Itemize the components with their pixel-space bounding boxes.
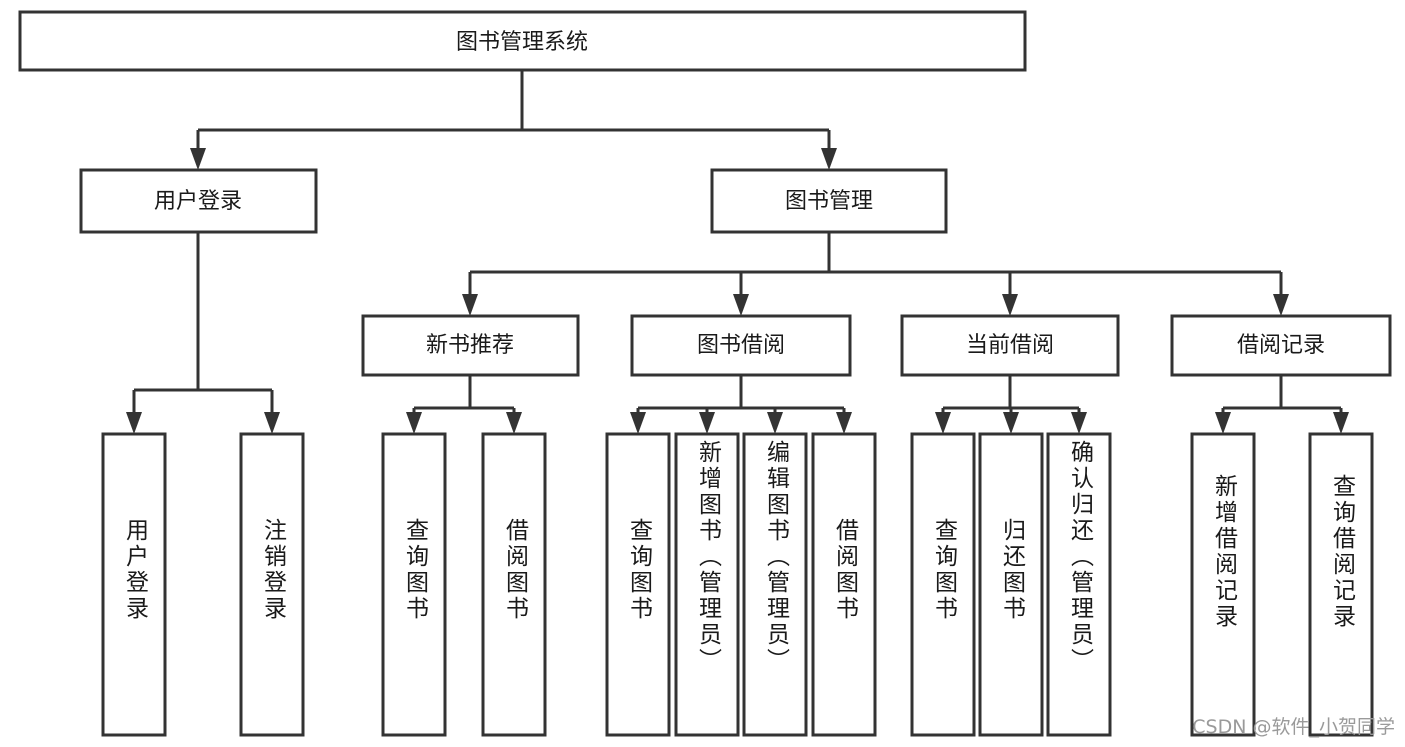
node-borrow-record[interactable]: 借阅记录 <box>1170 314 1392 377</box>
node-leaf-borrow-book-2-box[interactable] <box>811 432 877 737</box>
arrow-head-book-management <box>821 148 837 170</box>
node-leaf-edit-book-box[interactable] <box>742 432 808 737</box>
node-leaf-query-book-3-box[interactable] <box>910 432 976 737</box>
arrow-head-current-borrow <box>1002 294 1018 316</box>
arrow-head-new-book-recommend <box>462 294 478 316</box>
arrow-head-leaf-query-book-1 <box>406 412 422 434</box>
arrow-head-leaf-user-logout <box>264 412 280 434</box>
node-leaf-add-book-box[interactable] <box>674 432 740 737</box>
arrow-head-leaf-add-book <box>699 412 715 434</box>
node-leaf-query-book-2-box[interactable] <box>605 432 671 737</box>
node-current-borrow[interactable]: 当前借阅 <box>900 314 1120 377</box>
node-new-book-recommend-box[interactable] <box>361 314 580 377</box>
arrow-head-user-login <box>190 148 206 170</box>
node-leaf-add-record-box[interactable] <box>1190 432 1256 737</box>
arrow-head-leaf-query-book-2 <box>630 412 646 434</box>
arrow-head-book-borrow <box>733 294 749 316</box>
connector-group <box>126 70 1349 434</box>
node-user-login-label: 用户登录 <box>154 189 242 214</box>
node-root[interactable]: 图书管理系统 <box>18 10 1027 72</box>
node-book-management[interactable]: 图书管理 <box>710 168 948 234</box>
arrow-head-leaf-user-login <box>126 412 142 434</box>
arrow-head-leaf-borrow-book-1 <box>506 412 522 434</box>
node-book-management-label: 图书管理 <box>785 189 873 214</box>
arrow-head-leaf-add-record <box>1215 412 1231 434</box>
node-new-book-recommend-label: 新书推荐 <box>426 333 514 358</box>
node-leaf-confirm-return-box[interactable] <box>1046 432 1112 737</box>
arrow-head-borrow-record <box>1273 294 1289 316</box>
node-new-book-recommend[interactable]: 新书推荐 <box>361 314 580 377</box>
node-root-label: 图书管理系统 <box>456 30 588 55</box>
node-user-login[interactable]: 用户登录 <box>79 168 318 234</box>
node-leaf-user-logout-box[interactable] <box>239 432 305 737</box>
node-current-borrow-box[interactable] <box>900 314 1120 377</box>
node-book-borrow-label: 图书借阅 <box>697 333 785 358</box>
node-leaf-query-book-1-box[interactable] <box>381 432 447 737</box>
node-leaf-return-book-box[interactable] <box>978 432 1044 737</box>
arrow-head-leaf-query-record <box>1333 412 1349 434</box>
node-book-borrow-box[interactable] <box>630 314 852 377</box>
arrow-head-leaf-edit-book <box>767 412 783 434</box>
arrow-head-leaf-borrow-book-2 <box>836 412 852 434</box>
arrow-head-leaf-query-book-3 <box>935 412 951 434</box>
node-book-management-box[interactable] <box>710 168 948 234</box>
node-leaf-query-record-box[interactable] <box>1308 432 1374 737</box>
node-current-borrow-label: 当前借阅 <box>966 333 1054 358</box>
node-leaf-borrow-book-1-box[interactable] <box>481 432 547 737</box>
arrow-head-leaf-confirm-return <box>1071 412 1087 434</box>
node-borrow-record-box[interactable] <box>1170 314 1392 377</box>
node-user-login-box[interactable] <box>79 168 318 234</box>
arrow-head-leaf-return-book <box>1003 412 1019 434</box>
node-borrow-record-label: 借阅记录 <box>1237 333 1325 358</box>
node-book-borrow[interactable]: 图书借阅 <box>630 314 852 377</box>
node-root-box[interactable] <box>18 10 1027 72</box>
node-leaf-user-login-box[interactable] <box>101 432 167 737</box>
